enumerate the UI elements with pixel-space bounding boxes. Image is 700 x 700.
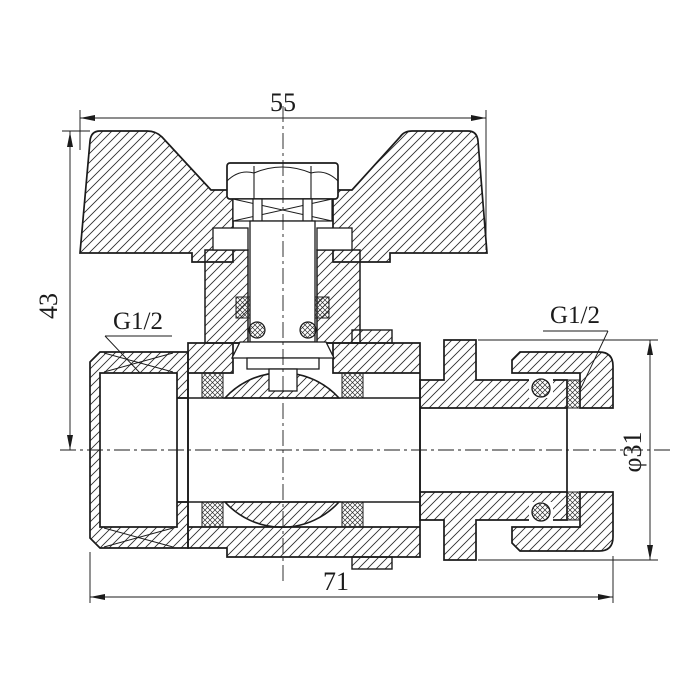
o-ring-top [531, 378, 551, 398]
dim-43-arrow-bottom [67, 435, 73, 450]
dim-55-arrow-left [80, 115, 95, 121]
bore-lines [177, 397, 420, 503]
dim-71-text: 71 [323, 567, 349, 596]
valve-body [187, 329, 421, 570]
union-nut-bore-lines [567, 407, 613, 493]
stem-oring-left [248, 321, 266, 339]
thread-left-leader [104, 335, 172, 374]
dim-phi31-arrow-top [647, 340, 653, 355]
seat-top-left [201, 372, 224, 399]
dim-71-arrow-right [598, 594, 613, 600]
body-bottom-collar [351, 556, 393, 570]
hex-nut [226, 162, 339, 200]
packing-right [314, 296, 330, 319]
dim-71-extension-lines [89, 552, 614, 603]
stem-shaft [249, 220, 316, 343]
handle-left-wing [79, 130, 234, 263]
o-ring-bottom [531, 502, 551, 522]
dimension-71 [89, 552, 614, 603]
nut-thread-top [566, 379, 581, 409]
dimension-phi31 [478, 339, 658, 561]
gland-left [212, 227, 249, 251]
dim-55-extension-lines [79, 110, 487, 250]
dim-71-arrow-left [90, 594, 105, 600]
handle-right-wing [332, 130, 488, 263]
nut-thread-bottom [566, 491, 581, 521]
stem-post-right [302, 198, 313, 222]
stem-oring-right [299, 321, 317, 339]
thread-right-text: G1/2 [550, 302, 600, 329]
dim-55-arrow-right [471, 115, 486, 121]
hex-nut-facets [226, 166, 339, 199]
dim-43-text: 43 [34, 293, 63, 319]
dim-phi31-arrow-bottom [647, 545, 653, 560]
label-thread-right: G1/2 [543, 302, 609, 391]
union-seals [529, 376, 553, 524]
ball-bottom-cap [223, 501, 341, 529]
dimension-43 [62, 130, 90, 450]
thread-right-leader [543, 330, 609, 391]
dim-phi31-text: φ31 [618, 431, 647, 472]
packing-left [235, 296, 251, 319]
bonnet [204, 249, 361, 344]
dim-phi31-extension-lines [478, 339, 658, 561]
left-port-thread-marks [103, 352, 174, 548]
thread-left-text: G1/2 [113, 308, 163, 335]
dim-43-arrow-top [67, 132, 73, 147]
stem-post-left [252, 198, 263, 222]
centerlines [60, 106, 672, 583]
gland-right [316, 227, 353, 251]
butterfly-handle [79, 130, 488, 263]
seat-top-right [341, 372, 364, 399]
stem-cross-mark [232, 198, 333, 222]
ball-seats [201, 372, 364, 528]
left-port [89, 351, 189, 549]
seat-bottom-right [341, 501, 364, 528]
seat-bottom-left [201, 501, 224, 528]
label-thread-left: G1/2 [104, 308, 172, 374]
